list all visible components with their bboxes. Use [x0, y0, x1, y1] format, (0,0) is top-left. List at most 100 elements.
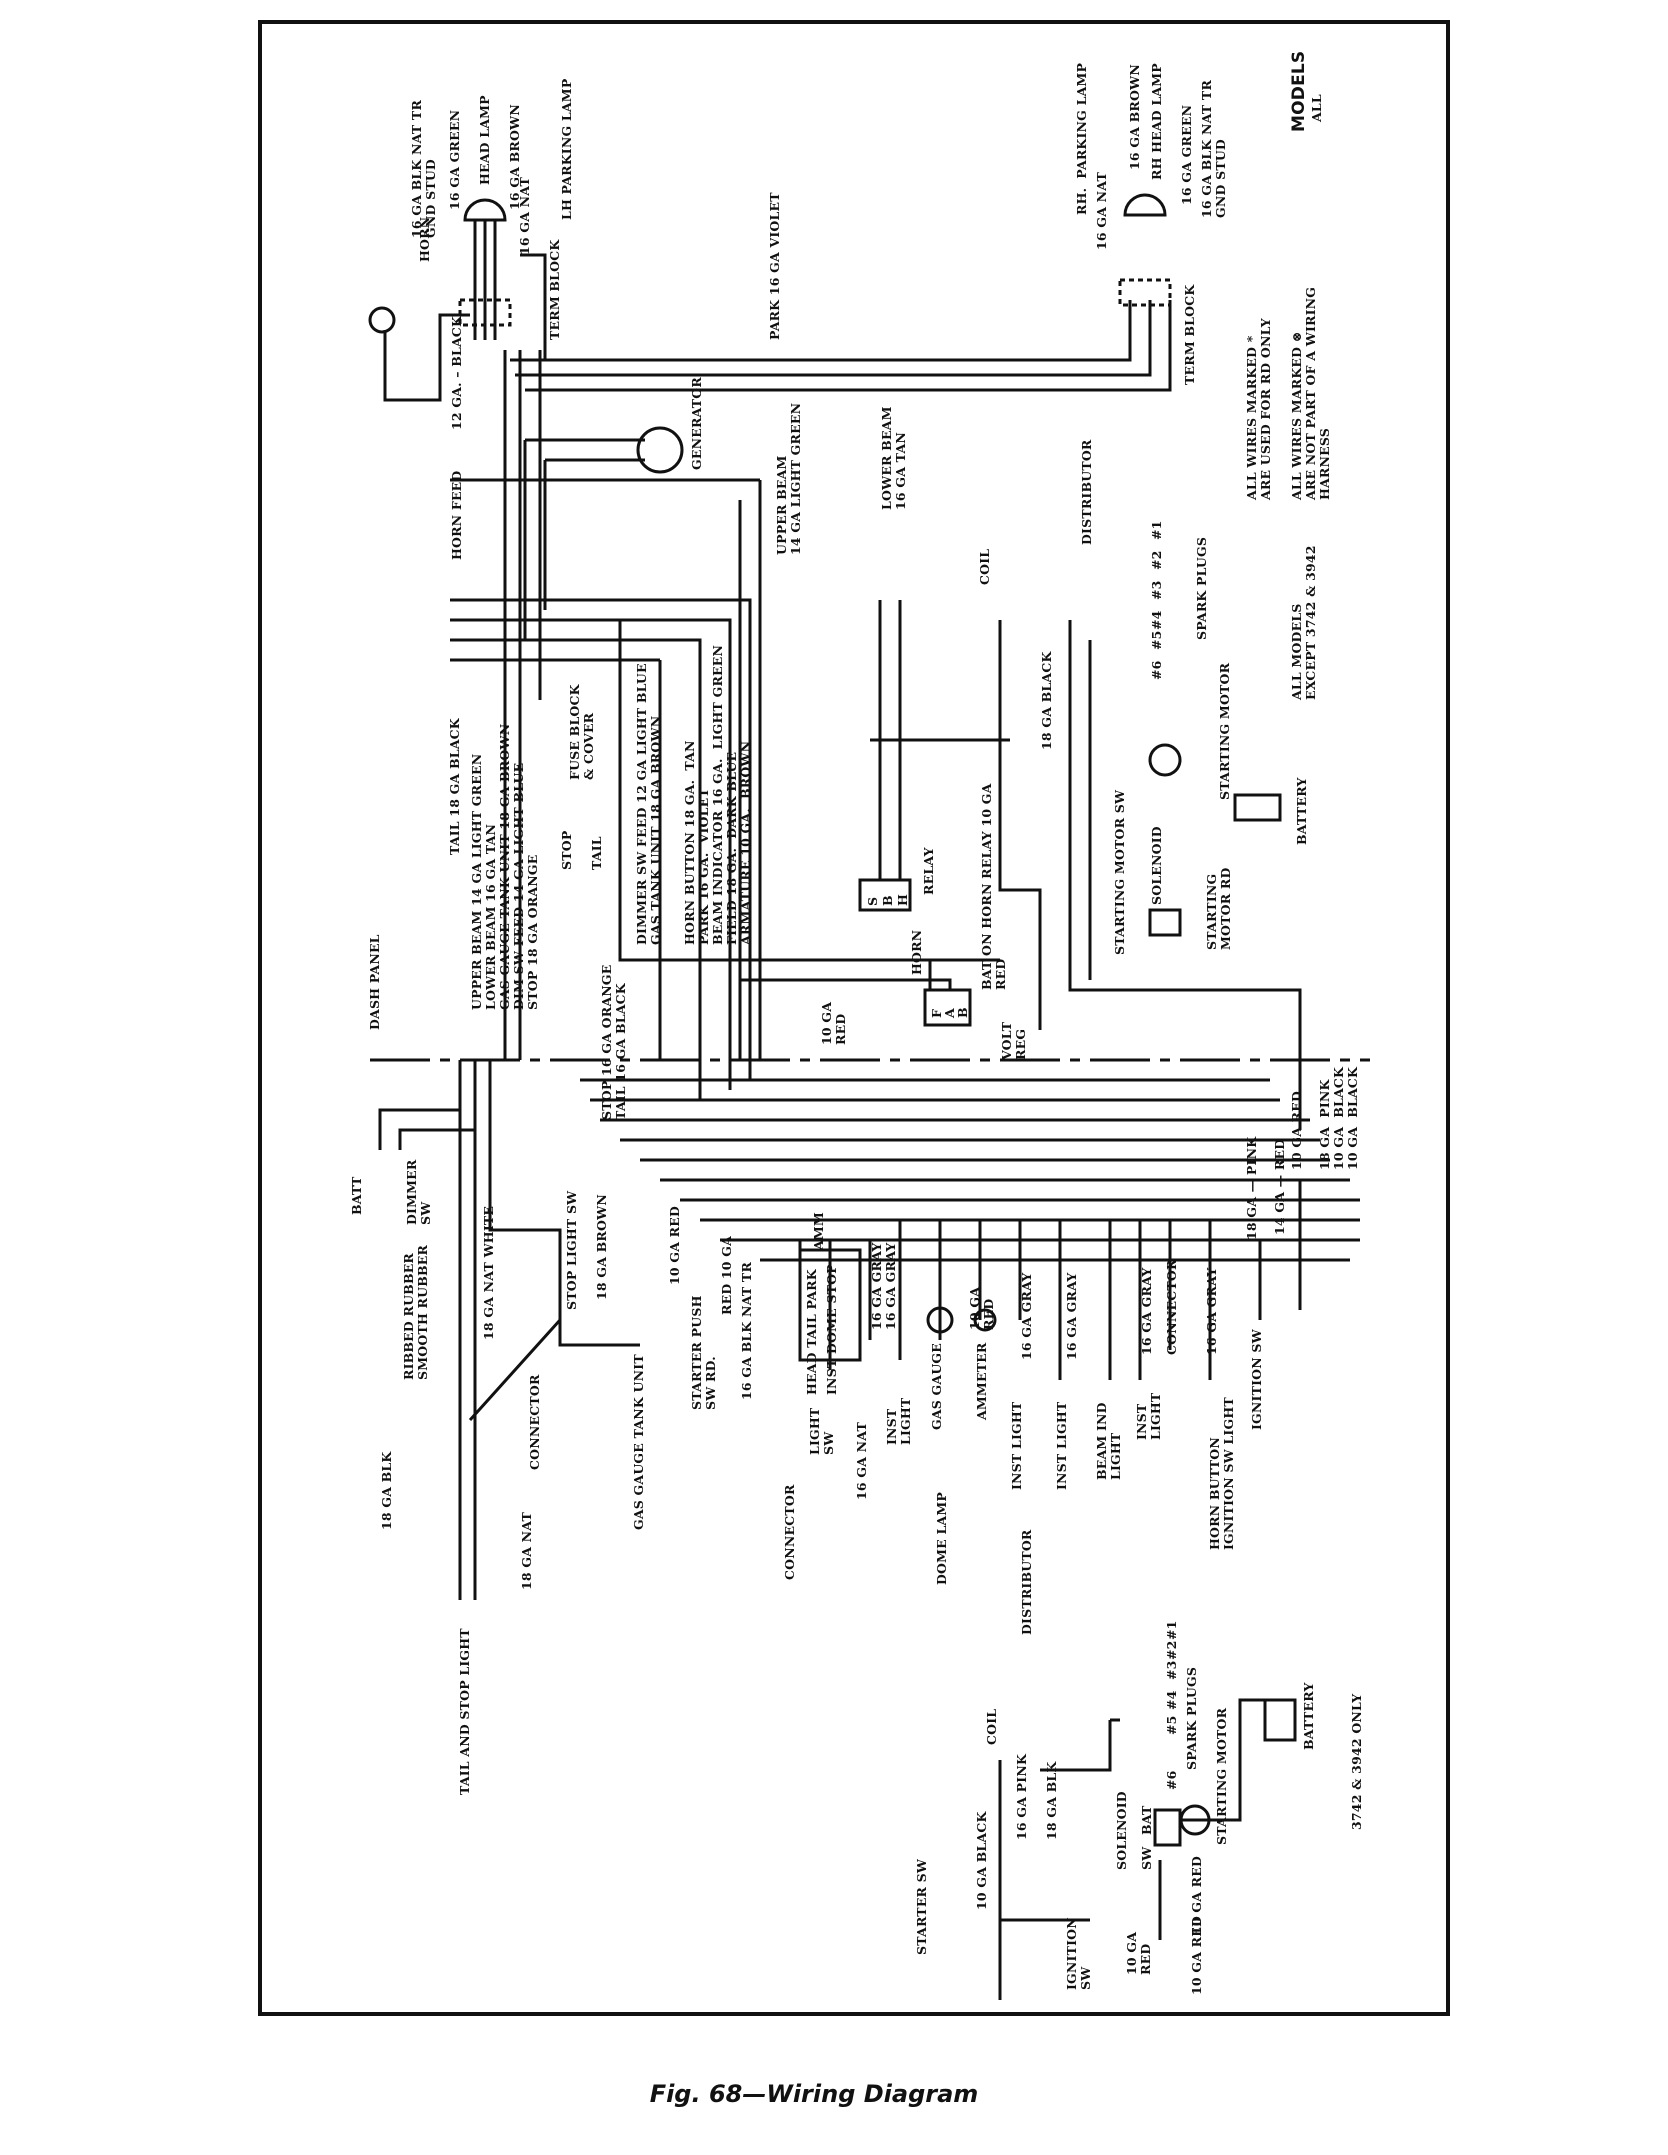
- label-starting-motor: STARTING MOTOR: [1217, 662, 1232, 800]
- label-gray-3: 16 GA GRAY: [1139, 1267, 1154, 1355]
- label-rh-green: 16 GA GREEN: [1179, 104, 1194, 205]
- label-inset-starter-sw: STARTER SW: [914, 1858, 929, 1955]
- label-gas-gauge-tank-unit: GAS GAUGE TANK UNIT: [631, 1354, 646, 1530]
- legend-asterisk-note: ALL WIRES MARKED * ARE USED FOR RD ONLY: [1244, 318, 1273, 500]
- label-park-violet: PARK 16 GA VIOLET: [767, 192, 782, 340]
- label-inset-ignition-sw: IGNITION SW: [1064, 1917, 1093, 1990]
- label-inset-blk: 18 GA BLK: [1044, 1761, 1059, 1841]
- label-light-sw-row1: HEAD TAIL PARK: [804, 1269, 819, 1395]
- label-rh-head-lamp: RH HEAD LAMP: [1149, 63, 1164, 180]
- label-beam-ind: BEAM IND LIGHT: [1094, 1402, 1123, 1480]
- legend-x-note: ALL WIRES MARKED ⊗ ARE NOT PART OF A WIR…: [1289, 286, 1332, 500]
- inset-solenoid-box: [1153, 1808, 1182, 1847]
- label-inst-light-3: INST LIGHT: [1134, 1392, 1163, 1440]
- label-dimmer-sw: DIMMER SW: [404, 1159, 433, 1225]
- label-inset-plug-1: #1: [1164, 1620, 1179, 1640]
- label-light-sw: LIGHT SW: [807, 1407, 836, 1455]
- legend-all-models-note: ALL MODELS EXCEPT 3742 & 3942: [1289, 545, 1318, 700]
- label-inset-solenoid: SOLENOID: [1114, 1791, 1129, 1870]
- label-lh-head-lamp: HEAD LAMP: [477, 95, 492, 185]
- volt-reg-wire: [740, 958, 952, 990]
- label-relay-s: S: [865, 896, 880, 906]
- rear-harness-wire: [378, 1060, 562, 1600]
- label-lower-beam: LOWER BEAM 16 GA TAN: [879, 406, 908, 510]
- label-gray-4: 16 GA GRAY: [1204, 1267, 1219, 1355]
- label-18ga-black: 18 GA BLACK: [1039, 651, 1054, 750]
- label-lh-term-block: TERM BLOCK: [547, 239, 562, 340]
- label-red-10ga: RED 10 GA: [719, 1235, 734, 1315]
- label-relay-b: B: [880, 895, 895, 906]
- rh-headlamp-symbol: [1123, 193, 1167, 217]
- label-plug-2: #2: [1149, 550, 1164, 570]
- label-gray-1: 16 GA GRAY: [1019, 1272, 1034, 1360]
- label-rh-term-block: TERM BLOCK: [1182, 284, 1197, 385]
- battery-box: [1233, 793, 1282, 822]
- figure-caption: Fig. 68—Wiring Diagram: [0, 2080, 1668, 2108]
- label-plug-4: #4: [1149, 610, 1164, 630]
- label-distributor: DISTRIBUTOR: [1079, 439, 1094, 546]
- label-inset-distributor: DISTRIBUTOR: [1019, 1529, 1034, 1636]
- label-vr-b: B: [955, 1007, 970, 1018]
- label-18ga-brown: 18 GA BROWN: [594, 1194, 609, 1300]
- label-14ga-red: 14 GA — RED: [1272, 1138, 1287, 1235]
- label-inset-coil: COIL: [984, 1708, 999, 1745]
- caption-text: Fig. 68—Wiring Diagram: [649, 2080, 979, 2108]
- inset-wires: [998, 1698, 1280, 2000]
- label-inset-plug-5: #5: [1164, 1715, 1179, 1735]
- generator-wire: [523, 438, 645, 640]
- label-solenoid: SOLENOID: [1149, 826, 1164, 905]
- label-generator-wires: HORN BUTTON 18 GA. TAN PARK 16 GA. VIOLE…: [682, 644, 753, 945]
- label-tail-black: TAIL 18 GA BLACK: [447, 718, 462, 855]
- label-stop-tail: STOP 16 GA ORANGE TAIL 16 GA BLACK: [599, 964, 628, 1120]
- label-plug-6: #6: [1149, 660, 1164, 680]
- ammeter-symbol: [973, 1308, 997, 1332]
- label-horn: HORN: [909, 929, 924, 975]
- generator-symbol: [636, 426, 684, 474]
- label-nat-white: 18 GA NAT WHITE: [481, 1205, 496, 1340]
- label-rh-nat: 16 GA NAT: [1094, 171, 1109, 250]
- label-ammeter: AMMETER: [974, 1342, 989, 1420]
- label-battery: BATTERY: [1294, 777, 1309, 845]
- label-starting-motor-rd: STARTING MOTOR RD: [1204, 867, 1233, 950]
- label-horn-button: HORN BUTTON IGNITION SW LIGHT: [1207, 1397, 1236, 1550]
- dash-bundle: [450, 478, 1000, 1100]
- label-upper-beam: UPPER BEAM 14 GA LIGHT GREEN: [774, 402, 803, 555]
- horn-symbol: [368, 306, 396, 334]
- label-horn-relay: RELAY: [921, 847, 936, 895]
- label-lh-gnd-stud: 16 GA BLK NAT TR GND STUD: [409, 99, 438, 238]
- label-18ga-nat: 18 GA NAT: [519, 1511, 534, 1590]
- label-gray-2: 16 GA GRAY: [1064, 1272, 1079, 1360]
- label-amm: AMM: [811, 1212, 826, 1250]
- label-inset-black10: 10 GA BLACK: [974, 1811, 989, 1910]
- inset-battery-box: [1263, 1698, 1297, 1742]
- instrument-bus: [580, 1078, 1360, 1262]
- label-inst-light-1: INST LIGHT: [1009, 1401, 1024, 1490]
- label-ignition-sw: IGNITION SW: [1249, 1329, 1264, 1430]
- label-connector: CONNECTOR: [527, 1374, 542, 1470]
- label-lh-green: 16 GA GREEN: [447, 109, 462, 210]
- lh-term-block: [458, 298, 512, 327]
- label-inst-light-2: INST LIGHT: [1054, 1401, 1069, 1490]
- label-ribbed-rubber: RIBBED RUBBER SMOOTH RUBBER: [401, 1244, 430, 1380]
- label-tail-stop-light: TAIL AND STOP LIGHT: [457, 1628, 472, 1795]
- horn-wire: [383, 313, 470, 402]
- label-10ga-red: 10 GA RED: [819, 1001, 848, 1045]
- label-connector-3: CONNECTOR: [1164, 1259, 1179, 1355]
- label-inset-plug-2: #2: [1164, 1640, 1179, 1660]
- label-rh-brown: 16 GA BROWN: [1127, 64, 1142, 170]
- label-inset-spark-plugs: SPARK PLUGS: [1184, 1666, 1199, 1770]
- label-amm-red: 10 GA RED: [967, 1286, 996, 1330]
- label-rh-parking-lamp: RH. PARKING LAMP: [1074, 62, 1089, 215]
- label-dash-bundle-wires: UPPER BEAM 14 GA LIGHT GREEN LOWER BEAM …: [469, 723, 540, 1010]
- label-lh-parking-lamp: LH PARKING LAMP: [559, 78, 574, 220]
- label-18ga-blk: 18 GA BLK: [379, 1451, 394, 1531]
- label-rh-gnd-stud: 16 GA BLK NAT TR GND STUD: [1199, 79, 1228, 218]
- solenoid-box: [1148, 908, 1182, 937]
- label-inset-starting-motor: STARTING MOTOR: [1214, 1707, 1229, 1845]
- label-plug-3: #3: [1149, 580, 1164, 600]
- label-stop-light-sw: STOP LIGHT SW: [564, 1190, 579, 1310]
- lh-headlamp-wires: [473, 220, 547, 360]
- label-inset-battery: BATTERY: [1301, 1682, 1316, 1750]
- label-light-sw-row2: INST DOME STOP: [824, 1264, 839, 1395]
- lh-headlamp-symbol: [463, 198, 507, 222]
